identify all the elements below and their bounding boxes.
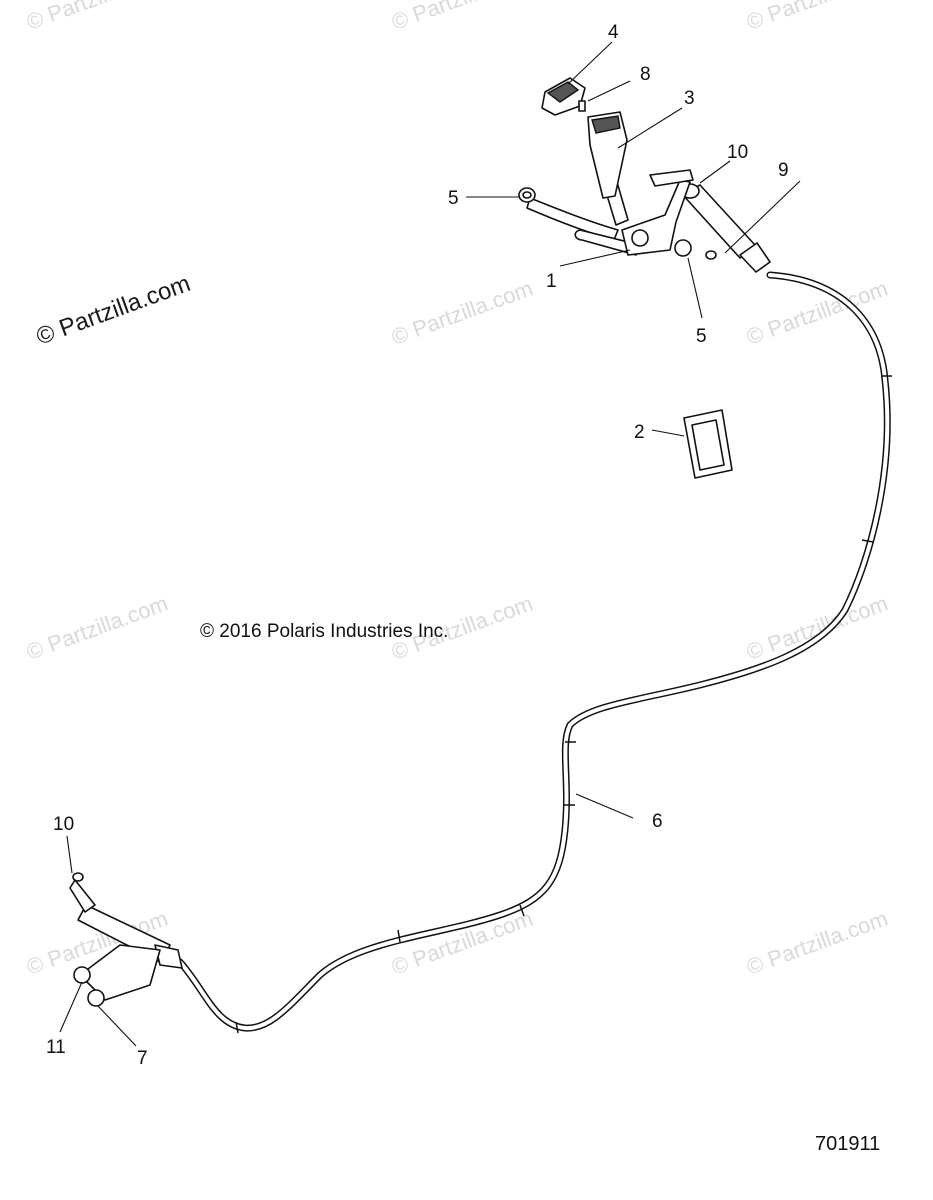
callout-8: 8 xyxy=(640,64,651,85)
shift-lever-rod xyxy=(526,197,619,241)
clip-9 xyxy=(705,250,717,260)
boot-opening xyxy=(591,115,621,134)
upper-cable-end xyxy=(680,183,771,273)
watermark: © Partzilla.com xyxy=(23,591,171,665)
watermark: © Partzilla.com xyxy=(388,906,536,980)
pad-inner xyxy=(691,419,725,471)
boot-body xyxy=(587,111,628,199)
lower-bolt-7 xyxy=(87,989,105,1007)
lower-cable-end xyxy=(69,872,183,1007)
knob-screw xyxy=(578,100,586,112)
callouts: 4 8 3 10 9 5 1 5 2 6 10 11 7 xyxy=(46,22,789,1069)
callout-6: 6 xyxy=(652,811,663,832)
screw-body xyxy=(578,100,586,112)
callout-7: 7 xyxy=(137,1048,148,1069)
nut-5-a-hole xyxy=(522,191,532,199)
cable-nut-lower xyxy=(154,944,183,969)
end-fitting-10 xyxy=(72,872,84,882)
watermark: © Partzilla.com xyxy=(388,276,536,350)
bracket-top-arm xyxy=(649,169,694,187)
watermark: © Partzilla.com xyxy=(388,0,536,35)
watermark: © Partzilla.com xyxy=(23,0,171,35)
callout-9: 9 xyxy=(778,160,789,181)
washer-5-b xyxy=(674,239,692,257)
callout-10-upper: 10 xyxy=(727,142,748,163)
knob-pattern xyxy=(546,81,580,103)
callout-1: 1 xyxy=(546,271,557,292)
cable-inner xyxy=(178,273,890,1031)
watermark: © Partzilla.com xyxy=(743,906,891,980)
shift-boot xyxy=(587,111,628,199)
callout-10-lower: 10 xyxy=(53,814,74,835)
end-rod xyxy=(69,879,96,913)
diagram-number: 701911 xyxy=(815,1133,880,1155)
pedal-pad xyxy=(683,409,733,479)
shifter-assembly xyxy=(526,169,694,256)
copyright-text: © 2016 Polaris Industries Inc. xyxy=(200,621,448,642)
leader-lines xyxy=(59,41,801,1047)
callout-4: 4 xyxy=(608,22,619,43)
callout-5-lower: 5 xyxy=(696,326,707,347)
callout-5-upper: 5 xyxy=(448,188,459,209)
pivot-bolt xyxy=(631,229,649,247)
washer-lower xyxy=(674,239,692,257)
watermark: © Partzilla.com xyxy=(743,0,891,35)
watermark-main: © Partzilla.com xyxy=(33,270,194,351)
watermark: © Partzilla.com xyxy=(743,591,891,665)
watermark-grid: © Partzilla.com © Partzilla.com © Partzi… xyxy=(23,0,891,980)
cable-bands xyxy=(235,375,892,1034)
cable-assembly xyxy=(176,271,892,1034)
callout-3: 3 xyxy=(684,88,695,109)
nut-upper xyxy=(518,187,536,203)
callout-2: 2 xyxy=(634,422,645,443)
callout-11: 11 xyxy=(46,1037,66,1058)
lower-bushing-11 xyxy=(73,966,91,984)
cable-nut-upper xyxy=(739,242,771,273)
